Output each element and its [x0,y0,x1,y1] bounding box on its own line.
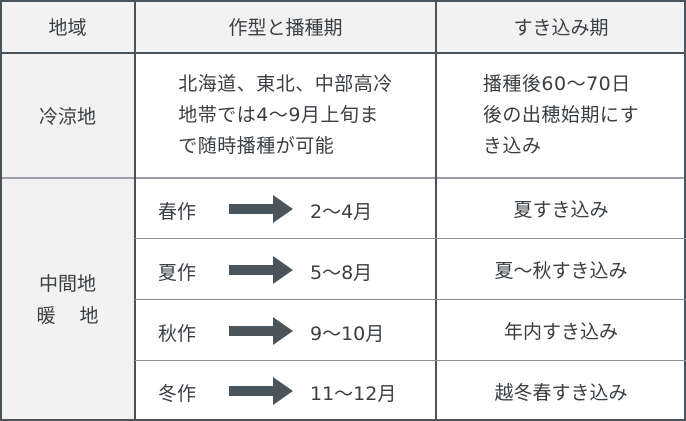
arrow-right-icon [229,377,293,405]
sowing-months: 5〜8月 [310,261,373,284]
header-row [0,0,686,53]
crop-season: 春作 [158,200,197,223]
region-warm: 中間地 暖地 [0,178,135,421]
plow-in-period: 夏〜秋すき込み [494,260,628,282]
crop-season: 夏作 [158,261,197,284]
sowing-months: 2〜4月 [310,200,373,223]
plow-in-period: 越冬春すき込み [494,381,628,404]
sowing-months: 9〜10月 [310,322,385,345]
region-cold: 冷涼地 [38,106,96,128]
region-warm-line1: 中間地 [38,272,96,295]
plow-in-period: 年内すき込み [503,321,618,343]
cold-sowing-line: 地帯では4〜9月上旬ま [178,104,379,126]
arrow-right-icon [229,194,293,223]
arrow-right-icon [229,255,293,284]
header-plow-in: すき込み期 [513,17,609,39]
cold-plow-in: 播種後60〜70日後の出穂始期にすき込み [436,53,686,178]
header-region: 地域 [48,17,87,39]
region-column-bg [0,53,135,421]
cold-sowing: 北海道、東北、中部高冷地帯では4〜9月上旬まで随時播種が可能 [135,53,436,178]
arrow-right-icon [229,316,293,345]
crop-season: 冬作 [158,383,197,405]
crop-season: 秋作 [158,322,197,345]
cold-sowing-line: 北海道、東北、中部高冷 [178,73,393,95]
header-crop-type: 作型と播種期 [228,17,343,39]
region-warm-line2: 暖地 [36,300,98,332]
cold-plow-line: き込み [482,135,542,157]
cold-plow-line: 播種後60〜70日 [482,73,631,95]
plow-in-period: 夏すき込み [513,199,609,221]
region-warm-char: 地 [79,304,99,327]
cold-plow-line: 後の出穂始期にす [482,104,640,126]
cold-sowing-line: で随時播種が可能 [178,135,335,157]
region-warm-char: 暖 [36,304,56,327]
sowing-months: 11〜12月 [310,383,397,405]
